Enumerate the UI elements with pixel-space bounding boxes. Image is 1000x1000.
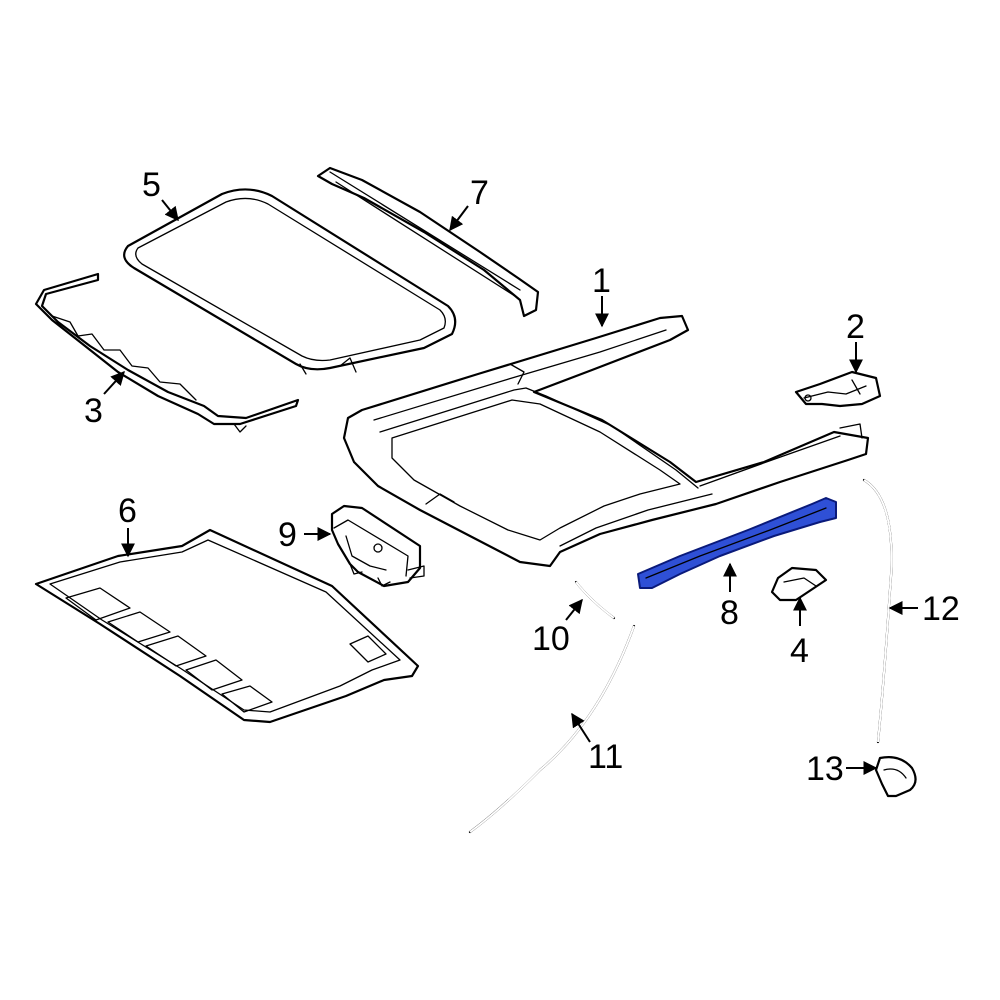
part-13-clip[interactable] xyxy=(874,756,917,798)
callout-4: 4 xyxy=(790,632,809,670)
callout-1: 1 xyxy=(592,262,611,300)
part-9-sunroof-motor[interactable] xyxy=(330,504,425,588)
callout-labels: 1 2 3 4 5 6 7 8 9 10 11 12 13 xyxy=(84,166,960,788)
callout-12: 12 xyxy=(922,590,960,628)
part-7-wind-deflector[interactable] xyxy=(316,166,540,318)
callout-2: 2 xyxy=(846,308,865,346)
part-8-guide-rail[interactable] xyxy=(637,497,837,589)
leader-lines xyxy=(103,199,918,775)
callout-10: 10 xyxy=(532,620,570,658)
part-1-sunroof-frame[interactable] xyxy=(342,314,870,568)
part-2-bracket[interactable] xyxy=(794,370,882,408)
callout-6: 6 xyxy=(118,492,137,530)
part-3-rear-bracket[interactable] xyxy=(34,272,300,433)
callout-5: 5 xyxy=(142,166,161,204)
callout-8: 8 xyxy=(720,594,739,632)
part-4-guide-block[interactable] xyxy=(770,566,828,602)
part-11-drain-hose-long[interactable] xyxy=(468,624,636,834)
part-5-glass-panel[interactable] xyxy=(123,188,457,375)
part-12-drain-hose-rear[interactable] xyxy=(862,478,893,744)
part-6-sunshade[interactable] xyxy=(34,528,420,724)
part-8-fill xyxy=(637,497,837,589)
callout-11: 11 xyxy=(588,738,623,776)
part-10-drain-hose-short[interactable] xyxy=(574,580,616,620)
callout-13: 13 xyxy=(806,750,844,788)
callout-3: 3 xyxy=(84,392,103,430)
callout-9: 9 xyxy=(278,516,297,554)
callout-7: 7 xyxy=(470,174,489,212)
